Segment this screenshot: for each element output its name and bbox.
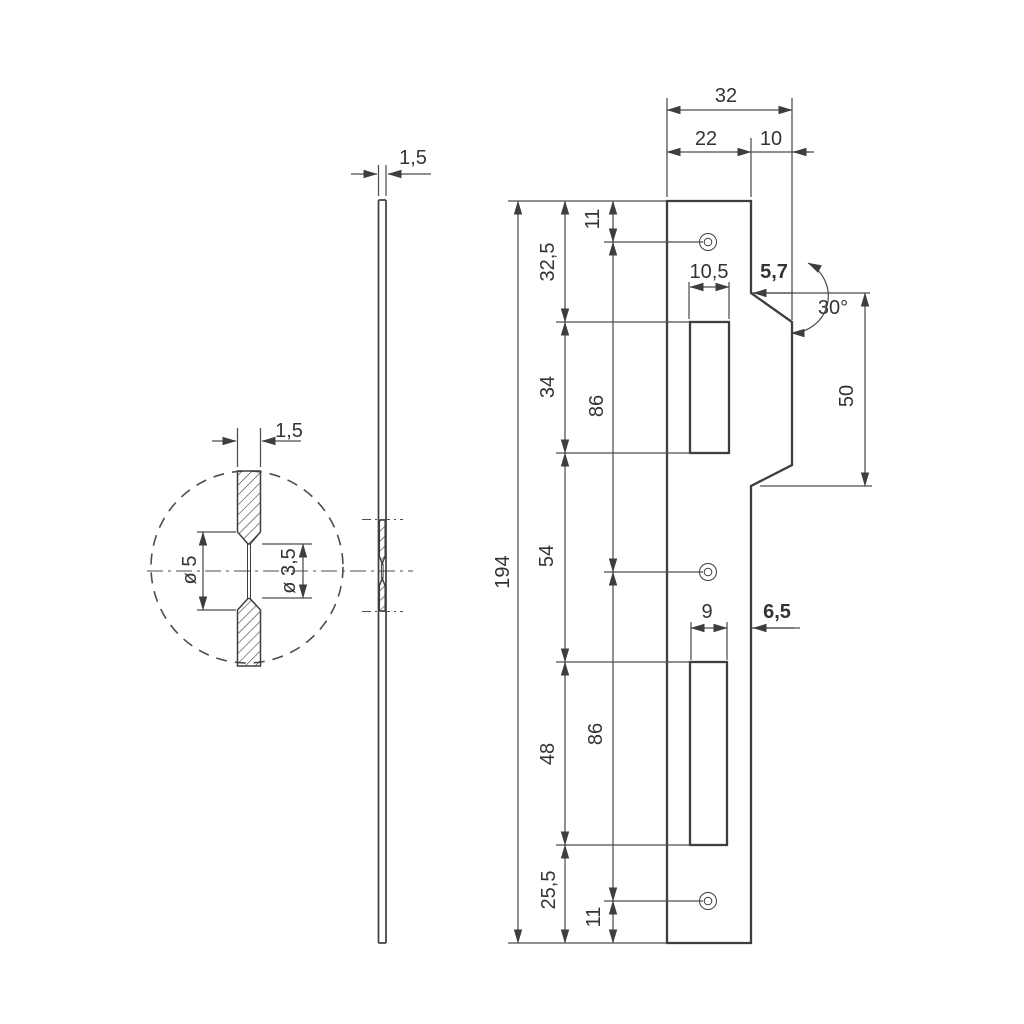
dim-lip-angle-label: 30° xyxy=(818,297,848,319)
dim-cutout1-edge-offset-label: 5,7 xyxy=(760,261,788,283)
dim-lip-height-label: 50 xyxy=(836,385,858,407)
detail-section-upper xyxy=(236,470,262,545)
dim-top-to-hole1-label: 11 xyxy=(582,209,604,230)
side-section-upper xyxy=(378,519,386,566)
side-view: 1,5 xyxy=(351,147,431,944)
detail-section-lower xyxy=(236,597,262,667)
side-thickness-label: 1,5 xyxy=(399,147,427,169)
dim-cutout1-width-label: 10,5 xyxy=(690,261,729,283)
dim-cutout2-edge-offset-label: 6,5 xyxy=(763,601,791,623)
dim-top-to-cutout1-label: 32,5 xyxy=(537,243,559,282)
detail-thickness-label: 1,5 xyxy=(275,420,303,442)
side-section-lower xyxy=(378,576,386,612)
dim-hole3-to-bottom-label: 11 xyxy=(583,907,605,928)
dim-width-total-label: 32 xyxy=(715,85,737,107)
dim-height-total-label: 194 xyxy=(492,555,514,588)
detail-countersink-diameter-label: ø 5 xyxy=(179,556,201,585)
dim-hole1-to-hole2-label: 86 xyxy=(586,395,608,417)
latch-cutout-lower xyxy=(688,660,729,847)
detail-boundary-circle xyxy=(150,470,344,664)
dim-cutout2-width-label: 9 xyxy=(701,601,712,623)
dim-cutout1-height-label: 34 xyxy=(537,376,559,398)
dim-hole2-to-hole3-label: 86 xyxy=(585,723,607,745)
latch-cutout-upper xyxy=(688,320,731,455)
plate-outline xyxy=(665,199,794,945)
dim-cutout1-to-cutout2-label: 54 xyxy=(536,545,558,567)
front-view: 32 22 10 194 32,5 34 54 48 25,5 11 86 86… xyxy=(492,85,872,945)
dim-width-plate-label: 22 xyxy=(695,128,717,150)
dim-cutout2-height-label: 48 xyxy=(537,743,559,765)
detail-view: 1,5 ø 5 ø 3,5 xyxy=(147,420,413,667)
detail-hole-diameter-label: ø 3,5 xyxy=(278,548,300,594)
dim-cutout2-to-bottom-label: 25,5 xyxy=(538,871,560,910)
dim-width-lip-label: 10 xyxy=(760,128,782,150)
